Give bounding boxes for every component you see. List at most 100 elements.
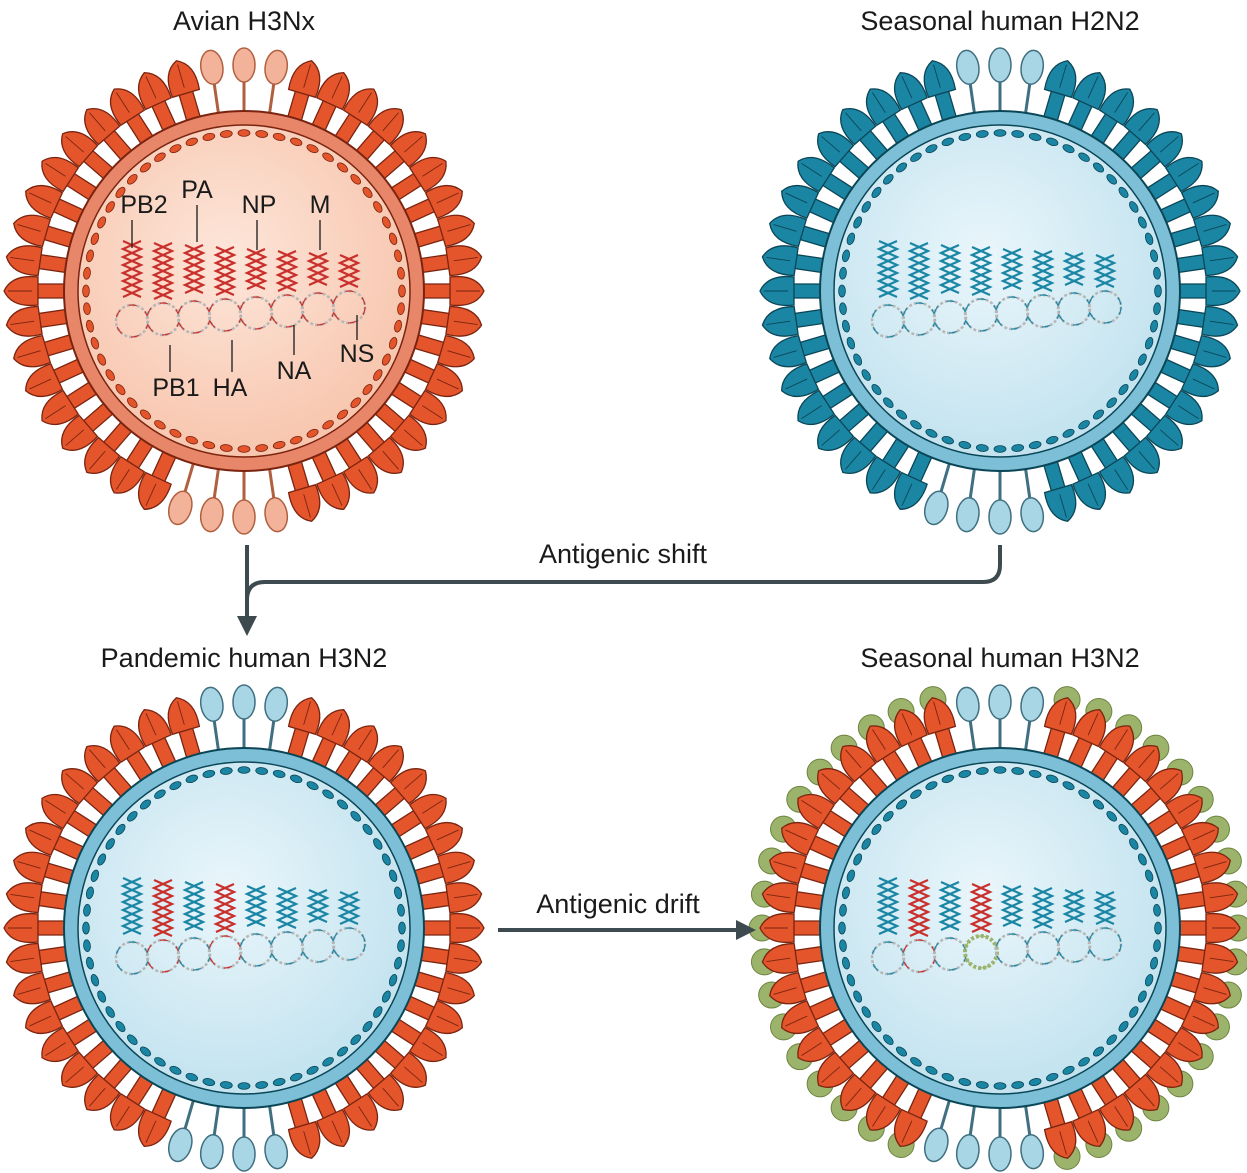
hemagglutinin-spike bbox=[402, 821, 463, 862]
rna-segment bbox=[331, 253, 367, 325]
hemagglutinin-spike bbox=[421, 912, 485, 944]
hemagglutinin-spike bbox=[402, 994, 463, 1035]
hemagglutinin-spike bbox=[3, 912, 67, 944]
neuraminidase-spike bbox=[955, 466, 980, 533]
hemagglutinin-spike bbox=[373, 131, 427, 181]
virus-title-pandemic-h3n2: Pandemic human H3N2 bbox=[101, 643, 388, 673]
hemagglutinin-spike bbox=[1110, 1057, 1160, 1111]
neuraminidase-spike bbox=[199, 686, 224, 753]
hemagglutinin-spike bbox=[61, 131, 115, 181]
surface-glycoproteins bbox=[759, 47, 1241, 535]
segment-label-m: M bbox=[310, 191, 331, 219]
hemagglutinin-spike bbox=[402, 184, 463, 225]
neuraminidase-spike bbox=[232, 47, 256, 113]
hemagglutinin-spike bbox=[402, 357, 463, 398]
hemagglutinin-spike bbox=[5, 245, 70, 277]
hemagglutinin-spike bbox=[25, 821, 86, 862]
hemagglutinin-spike bbox=[817, 1038, 871, 1088]
viral-core bbox=[833, 124, 1167, 458]
hemagglutinin-spike bbox=[1042, 1096, 1077, 1159]
hemagglutinin-spike bbox=[1174, 245, 1239, 277]
segment-label-pb2: PB2 bbox=[120, 191, 167, 219]
hemagglutinin-spike bbox=[109, 725, 155, 783]
virus-seasonal-h2n2 bbox=[759, 47, 1241, 535]
antigenic-drift-label: Antigenic drift bbox=[536, 889, 700, 919]
neuraminidase-spike bbox=[1020, 466, 1045, 533]
hemagglutinin-spike bbox=[13, 851, 76, 886]
hemagglutinin-spike bbox=[769, 970, 832, 1005]
segment-label-na: NA bbox=[277, 357, 312, 385]
neuraminidase-spike bbox=[988, 684, 1012, 750]
neuraminidase-spike bbox=[232, 1106, 256, 1172]
hemagglutinin-spike bbox=[5, 882, 70, 914]
hemagglutinin-spike bbox=[418, 305, 483, 337]
virus-seasonal-h3n2 bbox=[748, 684, 1247, 1172]
rna-segment bbox=[1087, 253, 1123, 325]
neuraminidase-spike bbox=[232, 684, 256, 750]
neuraminidase-spike bbox=[199, 49, 224, 116]
hemagglutinin-spike bbox=[759, 275, 823, 307]
hemagglutinin-spike bbox=[1066, 449, 1107, 510]
neuraminidase-spike bbox=[1020, 49, 1045, 116]
hemagglutinin-spike bbox=[61, 768, 115, 818]
hemagglutinin-spike bbox=[1145, 380, 1203, 426]
neuraminidase-spike bbox=[1020, 686, 1045, 753]
rna-segments bbox=[870, 239, 1123, 339]
hemagglutinin-spike bbox=[1129, 131, 1183, 181]
hemagglutinin-spike bbox=[865, 725, 911, 783]
hemagglutinin-spike bbox=[354, 420, 404, 474]
hemagglutinin-spike bbox=[1042, 697, 1077, 760]
hemagglutinin-spike bbox=[41, 793, 99, 839]
neuraminidase-spike bbox=[167, 461, 196, 526]
neuraminidase-spike bbox=[264, 1103, 289, 1170]
hemagglutinin-spike bbox=[310, 709, 351, 770]
hemagglutinin-spike bbox=[923, 697, 958, 760]
hemagglutinin-spike bbox=[354, 1057, 404, 1111]
neuraminidase-spike bbox=[264, 49, 289, 116]
hemagglutinin-spike bbox=[769, 333, 832, 368]
hemagglutinin-spike bbox=[781, 357, 842, 398]
hemagglutinin-spike bbox=[1168, 214, 1231, 249]
virus-title-seasonal-h3n2: Seasonal human H3N2 bbox=[860, 643, 1139, 673]
segment-label-pb1: PB1 bbox=[152, 374, 199, 402]
neuraminidase-spike bbox=[1020, 1103, 1045, 1170]
hemagglutinin-spike bbox=[286, 697, 321, 760]
virus-title-seasonal-h2n2: Seasonal human H2N2 bbox=[860, 6, 1139, 36]
virus-pandemic-h3n2 bbox=[3, 684, 485, 1172]
virus-title-avian: Avian H3Nx bbox=[173, 6, 316, 36]
hemagglutinin-spike bbox=[3, 275, 67, 307]
hemagglutinin-spike bbox=[781, 184, 842, 225]
viral-core bbox=[77, 124, 411, 458]
hemagglutinin-spike bbox=[817, 131, 871, 181]
matrix-protein-layer bbox=[838, 766, 1162, 1090]
hemagglutinin-spike bbox=[1129, 1038, 1183, 1088]
neuraminidase-spike bbox=[264, 466, 289, 533]
matrix-protein-layer bbox=[82, 129, 406, 453]
hemagglutinin-spike bbox=[1066, 72, 1107, 133]
hemagglutinin-spike bbox=[865, 436, 911, 494]
hemagglutinin-spike bbox=[167, 697, 202, 760]
hemagglutinin-spike bbox=[797, 1017, 855, 1063]
hemagglutinin-spike bbox=[25, 357, 86, 398]
hemagglutinin-spike bbox=[137, 1086, 178, 1147]
hemagglutinin-spike bbox=[797, 156, 855, 202]
hemagglutinin-spike bbox=[412, 970, 475, 1005]
segment-label-np: NP bbox=[242, 191, 277, 219]
hemagglutinin-spike bbox=[310, 1086, 351, 1147]
hemagglutinin-spike bbox=[1177, 275, 1241, 307]
neuraminidase-spike bbox=[955, 49, 980, 116]
neuraminidase-spike bbox=[199, 466, 224, 533]
rna-segment bbox=[331, 890, 367, 962]
surface-glycoproteins bbox=[759, 684, 1241, 1172]
hemagglutinin-spike bbox=[1174, 882, 1239, 914]
neuraminidase-spike bbox=[923, 461, 952, 526]
hemagglutinin-spike bbox=[761, 942, 826, 974]
surface-glycoproteins bbox=[3, 684, 485, 1172]
hemagglutinin-spike bbox=[893, 709, 934, 770]
hemagglutinin-spike bbox=[25, 994, 86, 1035]
hemagglutinin-spike bbox=[1145, 1017, 1203, 1063]
segment-label-pa: PA bbox=[181, 176, 213, 204]
hemagglutinin-spike bbox=[1145, 793, 1203, 839]
hemagglutinin-spike bbox=[389, 793, 447, 839]
